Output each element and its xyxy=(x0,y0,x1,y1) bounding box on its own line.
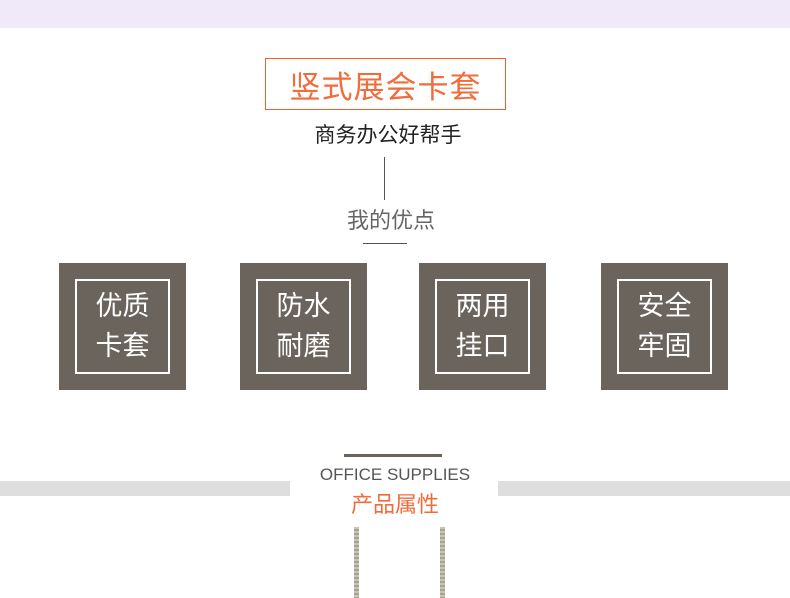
card-line: 优质 xyxy=(95,290,150,322)
card-line: 安全 xyxy=(637,290,692,322)
heading-underline xyxy=(363,243,407,244)
advantage-card: 两用挂口 xyxy=(419,263,546,390)
section-chinese-title: 产品属性 xyxy=(350,493,439,518)
top-banner xyxy=(0,0,790,28)
card-line: 防水 xyxy=(276,290,331,322)
card-line: 耐磨 xyxy=(276,330,331,362)
section-top-line xyxy=(344,454,442,457)
card-line: 两用 xyxy=(455,290,510,322)
card-line: 牢固 xyxy=(637,330,692,362)
advantage-card: 安全牢固 xyxy=(601,263,728,390)
lanyard-rope-left xyxy=(354,527,359,598)
lanyard-rope-right xyxy=(440,527,445,598)
section-english-title: OFFICE SUPPLIES xyxy=(319,465,471,484)
advantages-heading: 我的优点 xyxy=(346,209,435,234)
advantage-card: 防水耐磨 xyxy=(240,263,367,390)
advantage-card: 优质卡套 xyxy=(59,263,186,390)
section-band-left xyxy=(0,481,290,496)
product-title: 竖式展会卡套 xyxy=(265,58,506,110)
divider-vertical xyxy=(384,157,385,200)
product-subtitle: 商务办公好帮手 xyxy=(314,123,462,147)
card-line: 卡套 xyxy=(95,330,150,362)
section-band-right xyxy=(498,481,790,496)
card-line: 挂口 xyxy=(455,330,510,362)
